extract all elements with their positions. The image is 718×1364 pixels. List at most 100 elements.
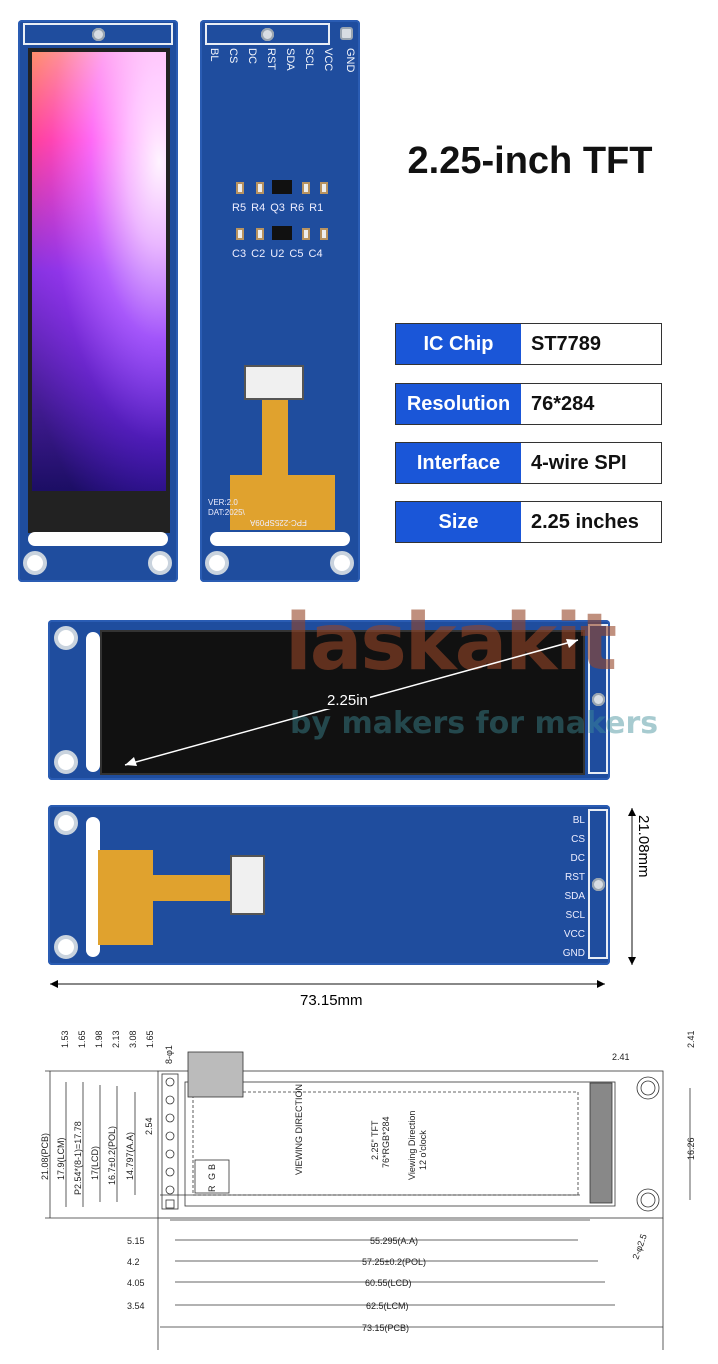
svg-text:1.53: 1.53 xyxy=(60,1030,70,1048)
resistor xyxy=(256,182,264,194)
capacitor xyxy=(302,228,310,240)
pin-label: VCC xyxy=(563,929,585,940)
pin-label: DC xyxy=(570,853,585,864)
fpc-cable-tail xyxy=(230,475,335,530)
fpc-cable xyxy=(262,400,288,480)
svg-text:1.65: 1.65 xyxy=(145,1030,155,1048)
drawing-pins xyxy=(165,1077,175,1209)
svg-text:17(LCD): 17(LCD) xyxy=(90,1146,100,1180)
pin-header xyxy=(588,624,608,774)
svg-text:73.15(PCB): 73.15(PCB) xyxy=(362,1323,409,1333)
fpc-cable-tail xyxy=(98,850,153,945)
slot xyxy=(210,532,350,546)
pin-label: GND xyxy=(344,48,356,73)
svg-text:76*RGB*284: 76*RGB*284 xyxy=(381,1116,391,1168)
transistor xyxy=(272,180,292,194)
pin xyxy=(91,27,105,41)
pin xyxy=(591,692,605,706)
slot xyxy=(28,532,168,546)
pin-header xyxy=(588,809,608,959)
front-pcb xyxy=(18,20,178,582)
svg-text:Viewing Direction: Viewing Direction xyxy=(407,1111,417,1180)
pin xyxy=(261,27,274,41)
pin-label: VCC xyxy=(322,48,334,72)
back-pcb: BL CS DC RST SDA SCL VCC GND R5 R4 Q3 R6… xyxy=(200,20,360,582)
svg-text:3.54: 3.54 xyxy=(127,1301,145,1311)
pin-label: SDA xyxy=(284,48,296,71)
fpc-connector xyxy=(244,365,304,400)
svg-text:2-φ2.5: 2-φ2.5 xyxy=(630,1232,648,1260)
mount-hole xyxy=(54,626,78,650)
fpc-connector xyxy=(230,855,265,915)
pin-label: BL xyxy=(572,815,585,826)
capacitor xyxy=(256,228,264,240)
version-silk: VER:2.0 xyxy=(208,498,238,507)
svg-text:2.54: 2.54 xyxy=(144,1117,154,1135)
technical-drawing: 1.53 1.65 1.98 2.13 3.08 1.65 8-φ1 2.54 … xyxy=(40,1030,696,1350)
pin-header xyxy=(205,23,330,45)
pin-header xyxy=(23,23,173,45)
spec-value: 4-wire SPI xyxy=(521,443,661,483)
date-silk: DAT:2025\ xyxy=(208,508,245,517)
capacitor xyxy=(320,228,328,240)
svg-text:2.13: 2.13 xyxy=(111,1030,121,1048)
capacitor xyxy=(236,228,244,240)
diagonal-label: 2.25in xyxy=(325,692,370,709)
svg-text:VIEWING DIRECTION: VIEWING DIRECTION xyxy=(294,1084,304,1175)
spec-value: 2.25 inches xyxy=(521,502,661,542)
spec-value: 76*284 xyxy=(521,384,661,424)
display-screen xyxy=(28,48,170,533)
svg-text:P2.54*(8-1)=17.78: P2.54*(8-1)=17.78 xyxy=(73,1121,83,1195)
component-labels-row2: C3 C2 U2 C5 C4 xyxy=(232,248,323,260)
svg-text:62.5(LCM): 62.5(LCM) xyxy=(366,1301,409,1311)
svg-text:17.9(LCM): 17.9(LCM) xyxy=(56,1137,66,1180)
svg-text:5.15: 5.15 xyxy=(127,1236,145,1246)
pin-label: SCL xyxy=(565,910,585,921)
gnd-pin xyxy=(340,27,353,40)
pin-label: RST xyxy=(565,872,585,883)
svg-text:60.55(LCD): 60.55(LCD) xyxy=(365,1278,412,1288)
pin-label: CS xyxy=(571,834,585,845)
slot xyxy=(86,632,100,772)
svg-text:3.08: 3.08 xyxy=(128,1030,138,1048)
fpc-cable xyxy=(153,875,233,901)
spec-label: Interface xyxy=(396,443,521,483)
resistor xyxy=(236,182,244,194)
svg-text:16.7±0.2(POL): 16.7±0.2(POL) xyxy=(107,1126,117,1185)
svg-text:8-φ1: 8-φ1 xyxy=(164,1045,174,1064)
svg-text:14.797(A.A): 14.797(A.A) xyxy=(125,1132,135,1180)
pin-label: SCL xyxy=(303,48,315,70)
mount-hole xyxy=(148,551,172,575)
svg-text:4.2: 4.2 xyxy=(127,1257,140,1267)
watermark-brand: laskakit xyxy=(285,598,617,688)
pin xyxy=(591,877,605,891)
pin-label: CS xyxy=(227,48,239,64)
svg-text:21.08(PCB): 21.08(PCB) xyxy=(40,1133,50,1180)
mount-hole xyxy=(205,551,229,575)
resistor xyxy=(302,182,310,194)
svg-text:2.41: 2.41 xyxy=(686,1030,696,1048)
spec-label: IC Chip xyxy=(396,324,521,364)
svg-text:1.98: 1.98 xyxy=(94,1030,104,1048)
svg-text:G: G xyxy=(207,1173,217,1180)
svg-text:57.25±0.2(POL): 57.25±0.2(POL) xyxy=(362,1257,426,1267)
mount-hole xyxy=(54,811,78,835)
spec-value: ST7789 xyxy=(521,324,661,364)
spec-label: Resolution xyxy=(396,384,521,424)
product-title: 2.25-inch TFT xyxy=(407,140,653,182)
pin-label: RST xyxy=(265,48,277,70)
pin-label: DC xyxy=(246,48,258,64)
component-labels-row1: R5 R4 Q3 R6 R1 xyxy=(232,202,324,214)
pin-label: SDA xyxy=(564,891,585,902)
svg-text:4.05: 4.05 xyxy=(127,1278,145,1288)
mount-hole xyxy=(54,935,78,959)
mount-hole xyxy=(330,551,354,575)
svg-text:B: B xyxy=(207,1164,217,1170)
mount-hole xyxy=(54,750,78,774)
svg-text:55.295(A.A): 55.295(A.A) xyxy=(370,1236,418,1246)
